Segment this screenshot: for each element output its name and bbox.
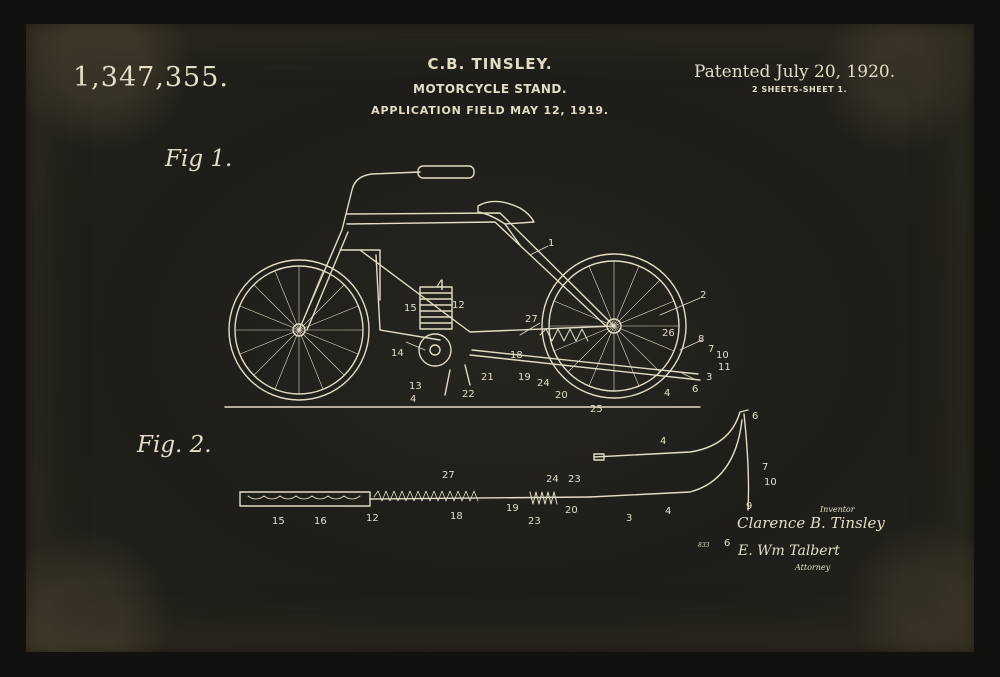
callout-number: 4 — [660, 436, 666, 447]
patented-date: Patented July 20, 1920. — [694, 62, 896, 82]
fig2-callouts: 27 24 23 15 16 12 18 19 23 20 3 4 4 6 7 10 9 6 — [272, 411, 777, 549]
inventor-name: C.B. TINSLEY. — [427, 55, 553, 73]
callout-number: 6 — [692, 384, 698, 395]
callout-number: 14 — [391, 348, 404, 359]
callout-number: 7 — [762, 462, 768, 473]
callout-number: 8 — [698, 334, 704, 345]
spring-fig2 — [373, 490, 479, 502]
sheets-label: 2 SHEETS-SHEET 1. — [752, 85, 848, 94]
callout-number: 4 — [436, 278, 445, 294]
callout-number: 22 — [462, 389, 475, 400]
callout-number: 11 — [718, 362, 731, 373]
callout-number: 1 — [548, 238, 554, 249]
stand-leg-lower — [589, 419, 743, 498]
callout-number: 12 — [452, 300, 465, 311]
callout-number: 4 — [665, 506, 671, 517]
callout-number: 23 — [568, 474, 581, 485]
fig1-label: Fig 1. — [165, 146, 233, 172]
engine — [418, 286, 453, 367]
application-date: APPLICATION FIELD MAY 12, 1919. — [371, 104, 609, 117]
callout-number: 16 — [314, 516, 327, 527]
callout-number: 18 — [510, 350, 523, 361]
stand-leg-upper — [593, 409, 749, 458]
attorney-signature: E. Wm Talbert — [738, 543, 840, 559]
callout-number: 18 — [450, 511, 463, 522]
callout-number: 2 — [700, 290, 706, 301]
callout-number: 6 — [752, 411, 758, 422]
callout-number: 24 — [537, 378, 550, 389]
front-fork — [298, 171, 421, 331]
stand-rod — [469, 354, 701, 381]
callout-number: 15 — [404, 303, 417, 314]
handlebar-grip — [417, 165, 475, 179]
callout-number: 23 — [528, 516, 541, 527]
callout-number: 6 — [724, 538, 730, 549]
callout-number: 24 — [546, 474, 559, 485]
patent-subject: MOTORCYCLE STAND. — [413, 82, 567, 96]
callout-number: 19 — [506, 503, 519, 514]
callout-number: 27 — [525, 314, 538, 325]
callout-number: 9 — [746, 501, 752, 512]
top-tube — [346, 212, 615, 327]
callout-number: 12 — [366, 513, 379, 524]
callout-number: 4 — [410, 394, 416, 405]
patent-number: 1,347,355. — [73, 62, 229, 93]
attorney-role: Attorney — [795, 563, 831, 572]
saddle — [477, 200, 535, 225]
signature-mark: 833 — [698, 542, 710, 549]
callout-number: 26 — [662, 328, 675, 339]
callout-number: 15 — [272, 516, 285, 527]
inventor-role: Inventor — [820, 505, 855, 514]
stand-spring — [539, 328, 589, 342]
callout-number: 10 — [716, 350, 729, 361]
patent-poster — [26, 24, 974, 652]
callout-number: 19 — [518, 372, 531, 383]
callout-number: 20 — [565, 505, 578, 516]
callout-number: 10 — [764, 477, 777, 488]
callout-number: 3 — [706, 372, 712, 383]
callout-number: 27 — [442, 470, 455, 481]
inventor-signature: Clarence B. Tinsley — [737, 514, 885, 532]
callout-number: 20 — [555, 390, 568, 401]
fig2-label: Fig. 2. — [137, 432, 212, 458]
callout-number: 4 — [664, 388, 670, 399]
callout-number: 7 — [708, 344, 714, 355]
callout-number: 21 — [481, 372, 494, 383]
callout-number: 13 — [409, 381, 422, 392]
callout-number: 25 — [590, 404, 603, 415]
down-tube — [359, 249, 615, 333]
callout-number: 3 — [626, 513, 632, 524]
